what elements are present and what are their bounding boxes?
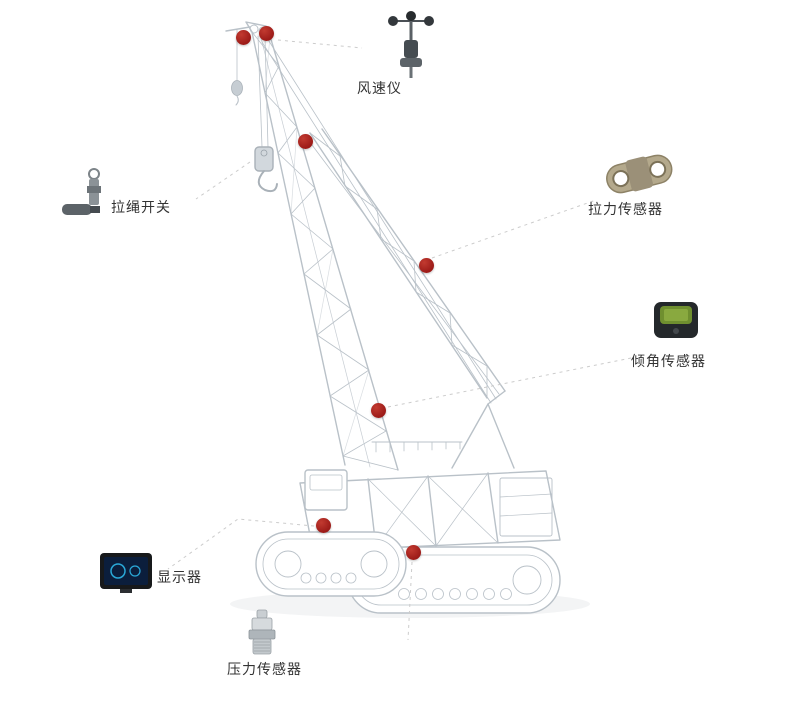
sensor-marker-deck-left xyxy=(315,517,331,533)
sensor-marker-undercarriage xyxy=(405,544,421,560)
sensor-marker-pendant-line xyxy=(418,257,434,273)
sensor-marker-mid-boom xyxy=(370,402,386,418)
leader-line-to-tilt-sensor xyxy=(387,356,637,408)
tilt-sensor-label: 倾角传感器 xyxy=(631,354,706,370)
pressure-sensor-label: 压力传感器 xyxy=(227,662,302,678)
display-label: 显示器 xyxy=(157,570,202,586)
leader-line-to-display xyxy=(167,518,315,570)
anemometer-label: 风速仪 xyxy=(357,81,402,97)
tilt-sensor-icon xyxy=(650,296,702,342)
sensor-marker-upper-boom xyxy=(297,133,313,149)
pull-rope-switch-icon xyxy=(58,166,118,220)
leader-line-to-anemometer xyxy=(277,39,363,49)
leader-line-to-tension-sensor xyxy=(431,199,597,259)
leader-line-to-pressure-sensor xyxy=(407,561,413,641)
leader-line-to-pull-rope-switch xyxy=(195,161,251,200)
tension-sensor-label: 拉力传感器 xyxy=(588,202,663,218)
anemometer-icon xyxy=(383,10,439,82)
pull-rope-switch-label: 拉绳开关 xyxy=(111,200,171,216)
pressure-sensor-icon xyxy=(244,608,280,658)
sensor-marker-boom-tip-right xyxy=(258,25,274,41)
sensor-marker-boom-tip-left xyxy=(235,29,251,45)
tension-sensor-icon xyxy=(598,148,680,198)
display-icon xyxy=(98,551,154,595)
